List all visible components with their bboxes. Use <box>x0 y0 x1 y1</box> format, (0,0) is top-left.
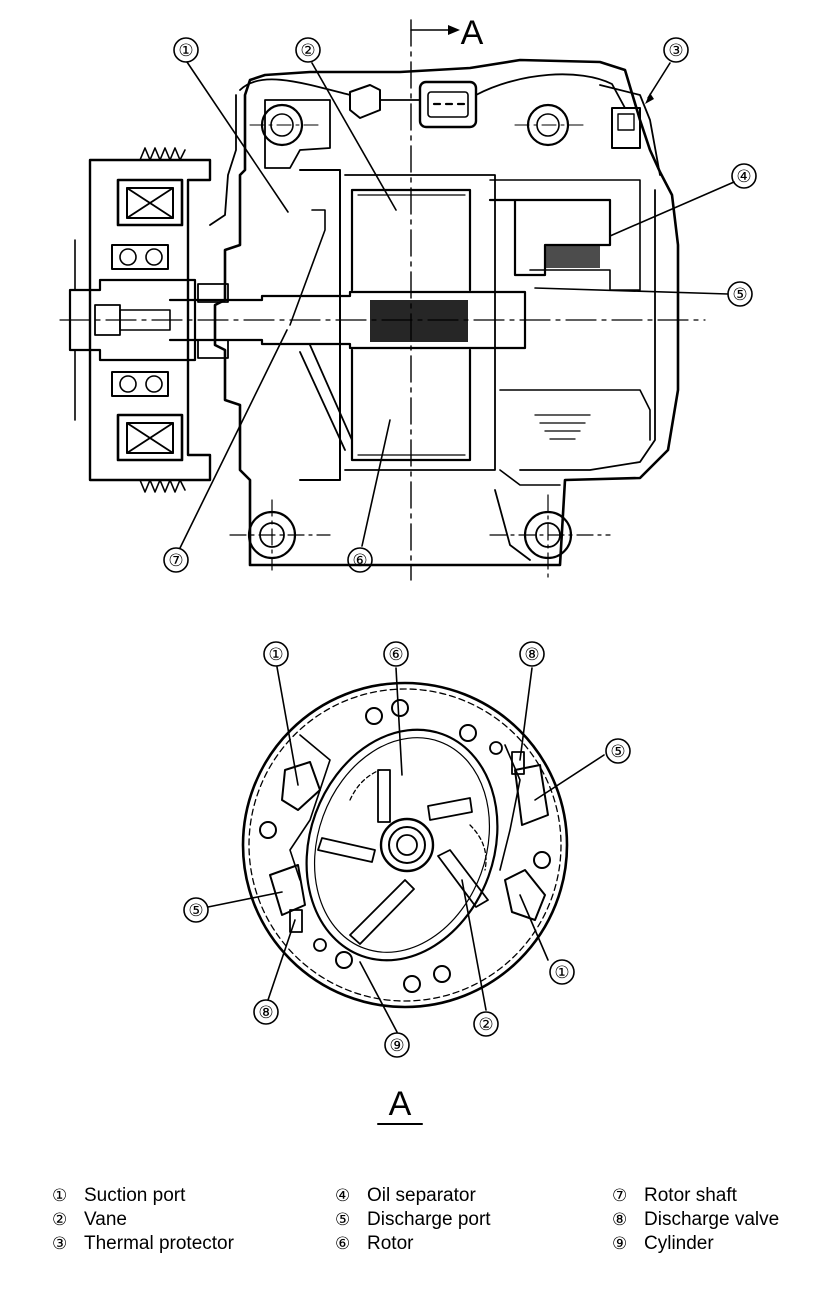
legend-text: Vane <box>84 1209 127 1230</box>
legend-item: ⑧ Discharge valve <box>612 1208 779 1232</box>
callout-1-left: ① <box>268 645 283 665</box>
callout-5-right: ⑤ <box>610 742 625 762</box>
legend-number: ⑨ <box>612 1234 628 1254</box>
section-a-view <box>207 666 605 1033</box>
legend-number: ⑤ <box>335 1210 351 1230</box>
callout-1-right: ① <box>554 963 569 983</box>
legend-item: ⑥ Rotor <box>335 1232 491 1256</box>
legend: ① Suction port ② Vane ③ Thermal protector ④… <box>52 1184 822 1270</box>
legend-number: ⑥ <box>335 1234 351 1254</box>
legend-number: ① <box>52 1186 68 1206</box>
legend-item: ② Vane <box>52 1208 234 1232</box>
legend-number: ④ <box>335 1186 351 1206</box>
callout-2-top: ② <box>300 41 315 61</box>
callout-7: ⑦ <box>168 551 183 571</box>
legend-item: ⑨ Cylinder <box>612 1232 779 1256</box>
section-view-title: A <box>389 1085 412 1123</box>
callout-circles <box>163 37 757 1058</box>
callout-8-left: ⑧ <box>258 1003 273 1023</box>
legend-number: ② <box>52 1210 68 1230</box>
legend-text: Oil separator <box>367 1185 476 1206</box>
callout-6-top: ⑥ <box>352 551 367 571</box>
legend-column-1: ① Suction port ② Vane ③ Thermal protector <box>52 1184 234 1256</box>
callout-9: ⑨ <box>389 1036 404 1056</box>
legend-text: Cylinder <box>644 1233 714 1254</box>
legend-text: Rotor <box>367 1233 414 1254</box>
legend-column-3: ⑦ Rotor shaft ⑧ Discharge valve ⑨ Cylinder <box>612 1184 779 1256</box>
callout-3: ③ <box>668 41 683 61</box>
legend-item: ④ Oil separator <box>335 1184 491 1208</box>
legend-number: ⑧ <box>612 1210 628 1230</box>
callout-1-top: ① <box>178 41 193 61</box>
cross-section-view <box>59 19 735 581</box>
legend-item: ③ Thermal protector <box>52 1232 234 1256</box>
legend-text: Discharge valve <box>644 1209 780 1230</box>
legend-text: Suction port <box>84 1185 186 1206</box>
legend-item: ⑦ Rotor shaft <box>612 1184 779 1208</box>
legend-number: ⑦ <box>612 1186 628 1206</box>
legend-item: ① Suction port <box>52 1184 234 1208</box>
callout-5-left: ⑤ <box>188 901 203 921</box>
callout-6-bottom: ⑥ <box>388 645 403 665</box>
callout-2-bottom: ② <box>478 1015 493 1035</box>
legend-text: Thermal protector <box>84 1233 234 1254</box>
callout-4: ④ <box>736 167 751 187</box>
callout-8-right: ⑧ <box>524 645 539 665</box>
compressor-diagram: ① ② ③ ④ ⑤ ⑦ ⑥ ① ⑥ ⑧ ⑤ ⑤ ① ② ⑧ ⑨ A A <box>59 14 757 1125</box>
callout-5-top: ⑤ <box>732 285 747 305</box>
section-marker-top: A <box>461 14 484 52</box>
legend-number: ③ <box>52 1234 68 1254</box>
legend-item: ⑤ Discharge port <box>335 1208 491 1232</box>
legend-text: Discharge port <box>367 1209 491 1230</box>
legend-text: Rotor shaft <box>644 1185 737 1206</box>
legend-column-2: ④ Oil separator ⑤ Discharge port ⑥ Rotor <box>335 1184 491 1256</box>
